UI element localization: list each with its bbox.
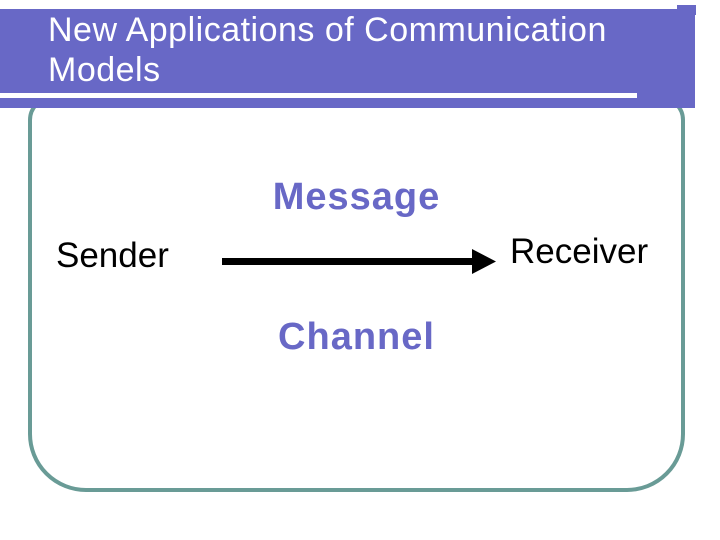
channel-label: Channel [278, 316, 435, 358]
receiver-label: Receiver [510, 232, 649, 271]
title-banner [0, 9, 695, 108]
title-underline [0, 93, 637, 98]
sender-label: Sender [56, 236, 169, 275]
page-title: New Applications of Communication Models [48, 11, 607, 89]
sender-to-receiver-arrow-icon [222, 249, 496, 274]
message-label: Message [272, 176, 441, 218]
title-banner-notch [677, 5, 696, 15]
content-box [28, 96, 685, 492]
